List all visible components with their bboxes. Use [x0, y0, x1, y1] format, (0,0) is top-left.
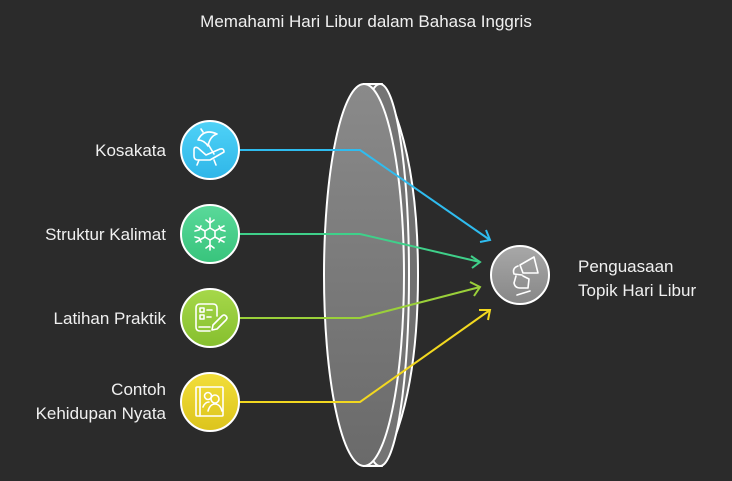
- book-people-icon: [195, 386, 224, 417]
- label-line-2: Kehidupan Nyata: [35, 404, 166, 423]
- label-struktur-kalimat: Struktur Kalimat: [45, 225, 166, 244]
- snowflake-icon: [194, 217, 226, 251]
- label-kosakata: Kosakata: [95, 141, 166, 160]
- node-struktur-kalimat[interactable]: [180, 204, 240, 264]
- connector-kosakata: [240, 149, 492, 243]
- connector-struktur-kalimat: [240, 233, 482, 269]
- label-contoh-kehidupan-nyata: Contoh Kehidupan Nyata: [36, 378, 166, 426]
- label-line-1: Contoh: [111, 380, 166, 399]
- label-latihan-praktik: Latihan Praktik: [53, 309, 166, 328]
- label-line-2: Topik Hari Libur: [578, 281, 697, 300]
- node-contoh-kehidupan-nyata[interactable]: [180, 372, 240, 432]
- label-penguasaan-topik: Penguasaan Topik Hari Libur: [578, 255, 696, 303]
- node-latihan-praktik[interactable]: [180, 288, 240, 348]
- megaphone-icon: [512, 256, 539, 296]
- label-line-1: Penguasaan: [578, 257, 674, 276]
- checklist-pencil-icon: [195, 303, 228, 332]
- connector-latihan-praktik: [240, 281, 482, 319]
- diagram-title: Memahami Hari Libur dalam Bahasa Inggris: [200, 12, 532, 31]
- lens: [323, 83, 420, 467]
- node-penguasaan-topik[interactable]: [490, 245, 550, 305]
- connector-contoh-kehidupan: [240, 309, 492, 403]
- node-kosakata[interactable]: [180, 120, 240, 180]
- beach-umbrella-lounger-icon: [193, 128, 225, 166]
